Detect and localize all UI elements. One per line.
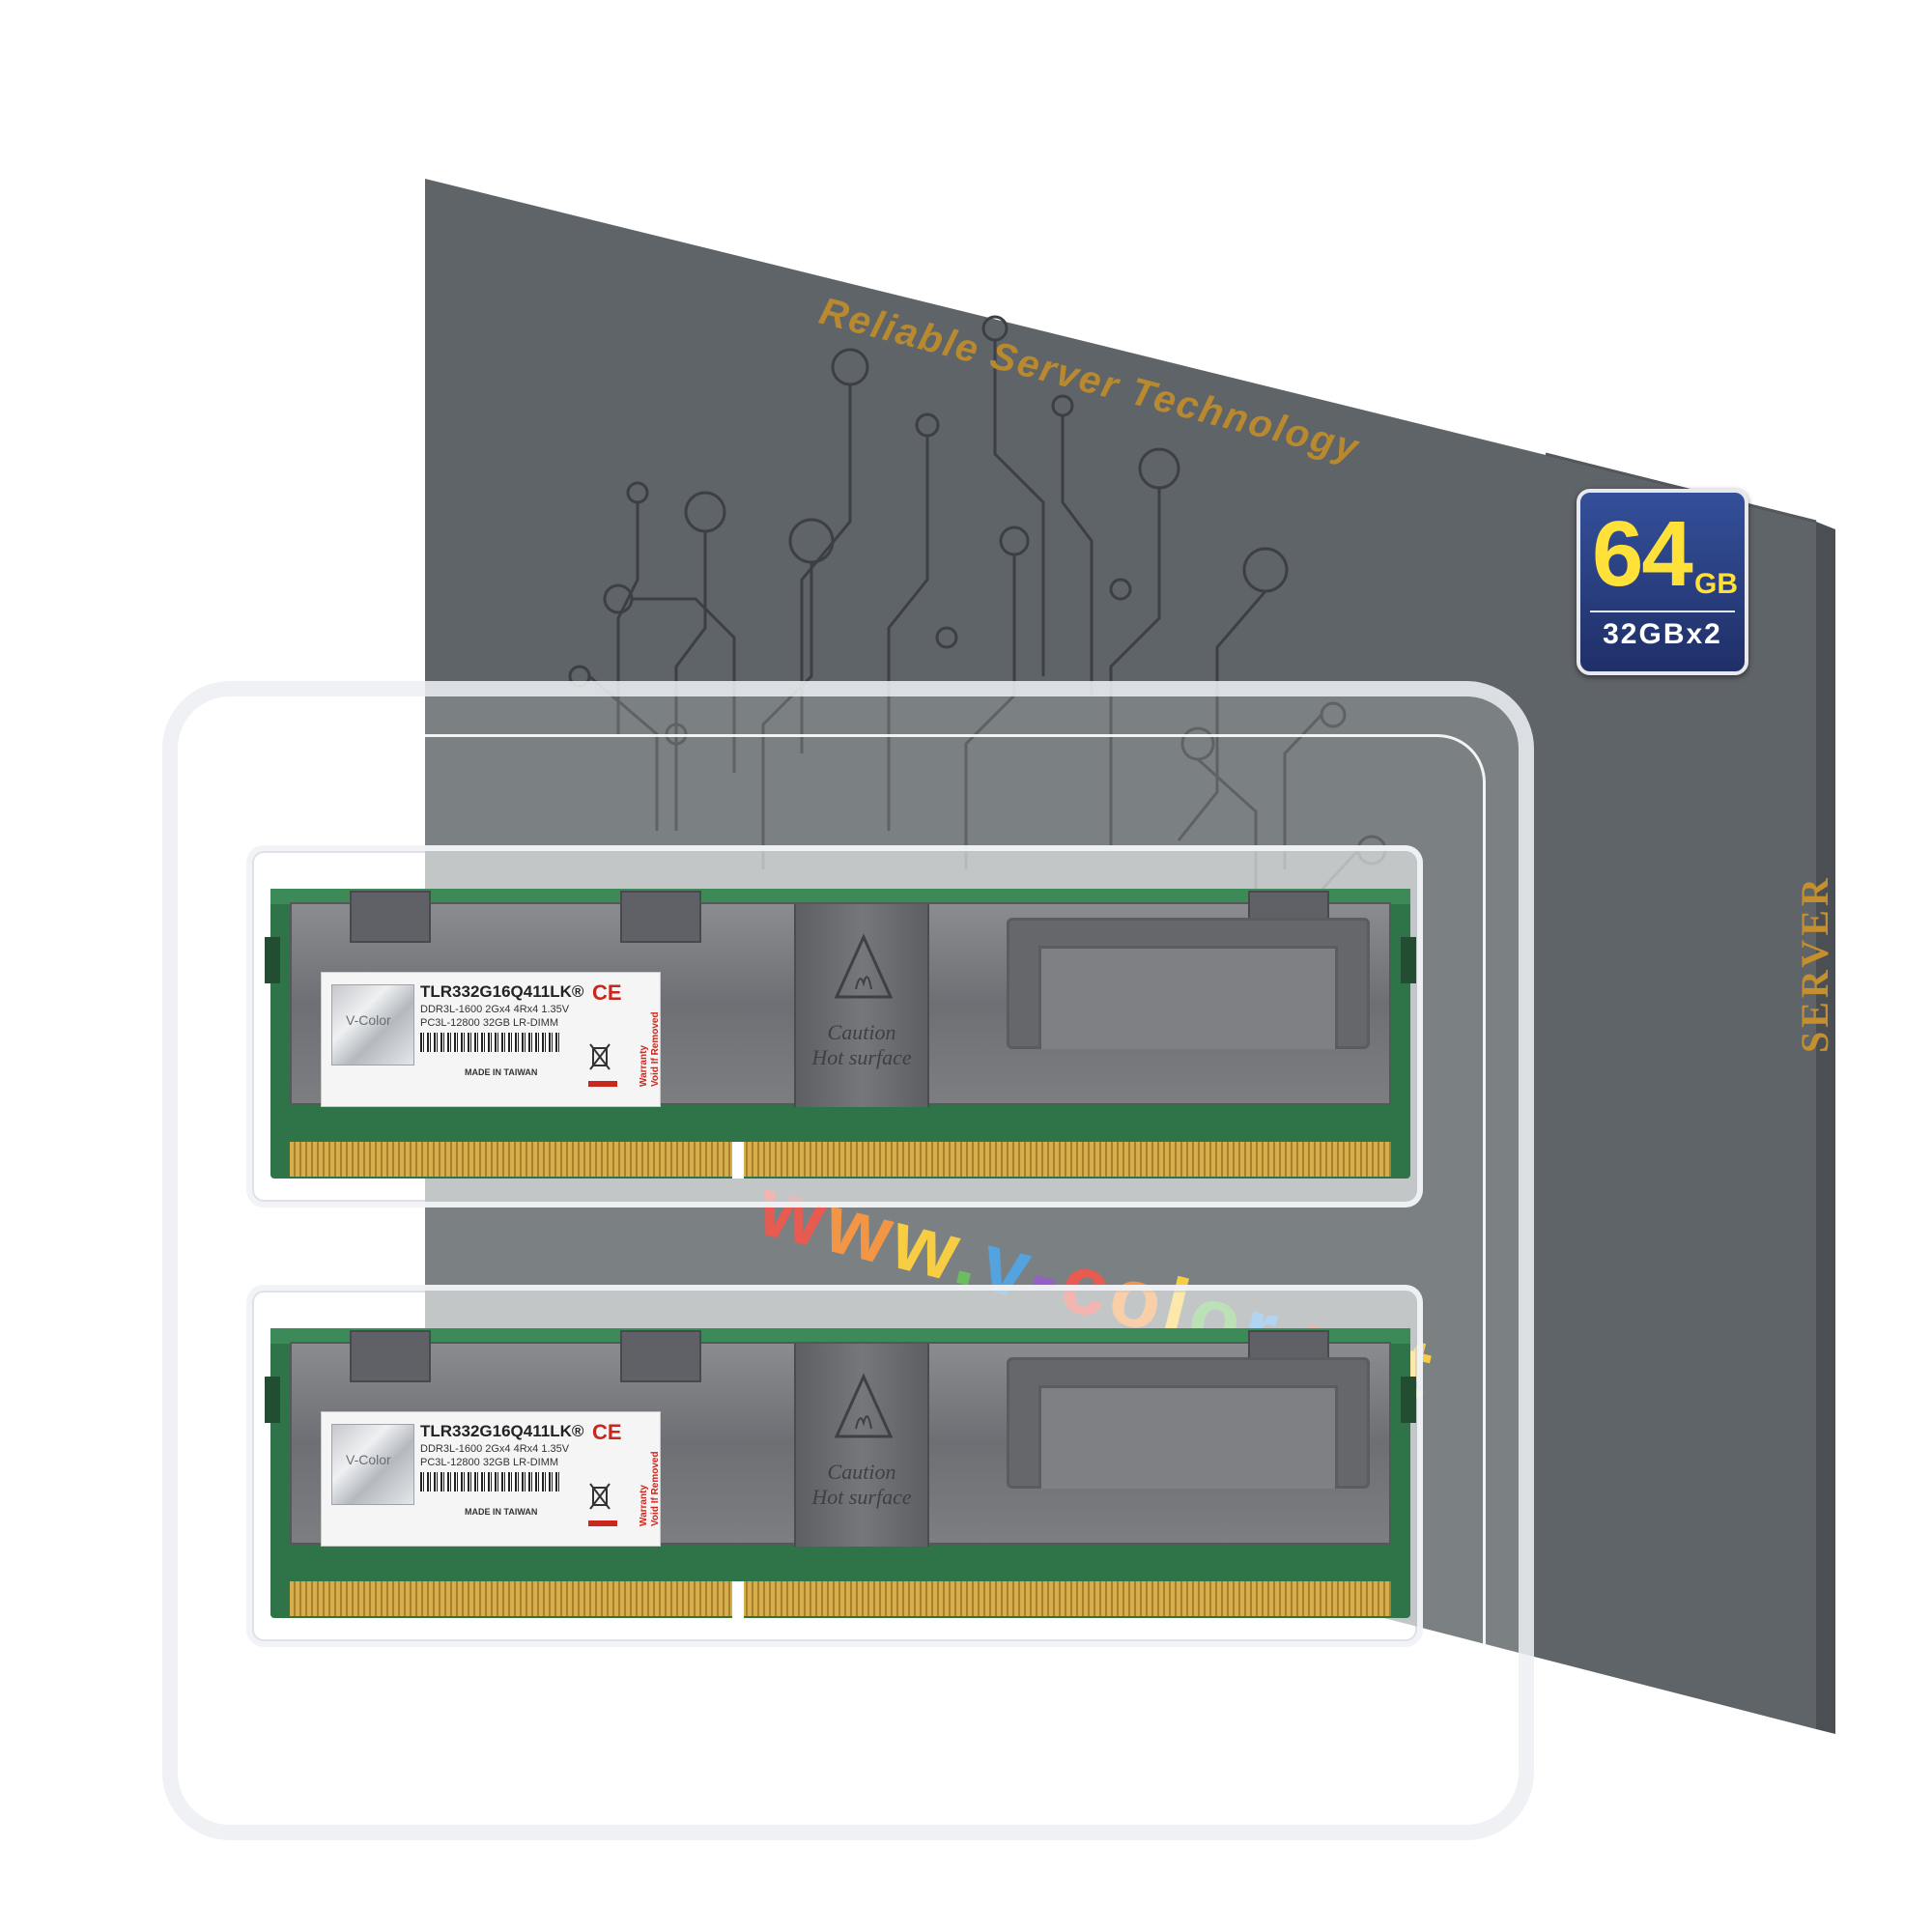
warranty-line-2: Void If Removed: [650, 1011, 661, 1087]
caution-line-2: Hot surface: [811, 1485, 912, 1509]
caution-text: Caution Hot surface: [796, 1460, 927, 1510]
spreader-clip: [620, 1330, 701, 1382]
product-label: V-Color TLR332G16Q411LK® DDR3L-1600 2Gx4…: [321, 1411, 661, 1547]
warranty-line-1: Warranty: [639, 1045, 649, 1087]
red-bar: [588, 1081, 617, 1087]
capacity-value: 64: [1592, 502, 1693, 606]
box-category-label: SERVER: [1793, 874, 1836, 1053]
key-notch: [732, 1142, 744, 1179]
ram-module-2: Caution Hot surface V-Color TLR332G16Q41…: [265, 1328, 1416, 1618]
key-notch: [732, 1581, 744, 1618]
caution-line-2: Hot surface: [811, 1045, 912, 1069]
pcb-ear-right: [1401, 1377, 1416, 1423]
capacity-configuration: 32GBx2: [1603, 618, 1722, 650]
hot-surface-icon: [835, 933, 893, 999]
spreader-clip: [350, 891, 431, 943]
ce-mark-icon: CE: [592, 1420, 622, 1444]
weee-bin-icon: [589, 1043, 611, 1070]
hologram-sticker: V-Color: [331, 1424, 414, 1505]
red-bar: [588, 1520, 617, 1526]
heat-warning-block: Caution Hot surface: [794, 1344, 929, 1547]
origin-text: MADE IN TAIWAN: [465, 1507, 538, 1517]
spreader-clip: [350, 1330, 431, 1382]
badge-divider: [1590, 611, 1735, 612]
pcb-ear-left: [265, 1377, 280, 1423]
model-number: TLR332G16Q411LK®: [420, 982, 584, 1001]
gold-contacts: [290, 1142, 1391, 1177]
caution-line-1: Caution: [827, 1020, 896, 1044]
barcode: [420, 1472, 560, 1492]
caution-line-1: Caution: [827, 1460, 896, 1484]
model-number: TLR332G16Q411LK®: [420, 1422, 584, 1440]
heatspreader: Caution Hot surface V-Color TLR332G16Q41…: [290, 1330, 1391, 1547]
spreader-latch: [1007, 918, 1370, 1049]
warranty-line-1: Warranty: [639, 1485, 649, 1526]
warranty-seal: Warranty Void If Removed: [639, 1011, 662, 1087]
hologram-text: V-Color: [346, 1012, 391, 1028]
spec-line-2: PC3L-12800 32GB LR-DIMM: [420, 1457, 559, 1468]
hologram-text: V-Color: [346, 1452, 391, 1467]
ce-mark-icon: CE: [592, 980, 622, 1005]
barcode: [420, 1033, 560, 1052]
warranty-seal: Warranty Void If Removed: [639, 1451, 662, 1526]
spreader-clip: [620, 891, 701, 943]
capacity-badge: 64 GB 32GBx2: [1577, 489, 1748, 675]
heatspreader: Caution Hot surface V-Color TLR332G16Q41…: [290, 891, 1391, 1107]
spec-line-2: PC3L-12800 32GB LR-DIMM: [420, 1017, 559, 1029]
heat-warning-block: Caution Hot surface: [794, 904, 929, 1107]
gold-contacts: [290, 1581, 1391, 1616]
pcb-ear-right: [1401, 937, 1416, 983]
caution-text: Caution Hot surface: [796, 1020, 927, 1070]
warranty-line-2: Void If Removed: [650, 1451, 661, 1526]
spec-line-1: DDR3L-1600 2Gx4 4Rx4 1.35V: [420, 1443, 570, 1455]
hot-surface-icon: [835, 1373, 893, 1438]
clamshell-tray-rim: [211, 734, 1486, 1787]
product-label: V-Color TLR332G16Q411LK® DDR3L-1600 2Gx4…: [321, 972, 661, 1107]
pcb-ear-left: [265, 937, 280, 983]
spec-line-1: DDR3L-1600 2Gx4 4Rx4 1.35V: [420, 1004, 570, 1015]
capacity-unit: GB: [1694, 568, 1738, 600]
hologram-sticker: V-Color: [331, 984, 414, 1065]
weee-bin-icon: [589, 1483, 611, 1510]
spreader-latch: [1007, 1357, 1370, 1489]
origin-text: MADE IN TAIWAN: [465, 1067, 538, 1077]
ram-module-1: Caution Hot surface V-Color TLR332G16Q41…: [265, 889, 1416, 1179]
